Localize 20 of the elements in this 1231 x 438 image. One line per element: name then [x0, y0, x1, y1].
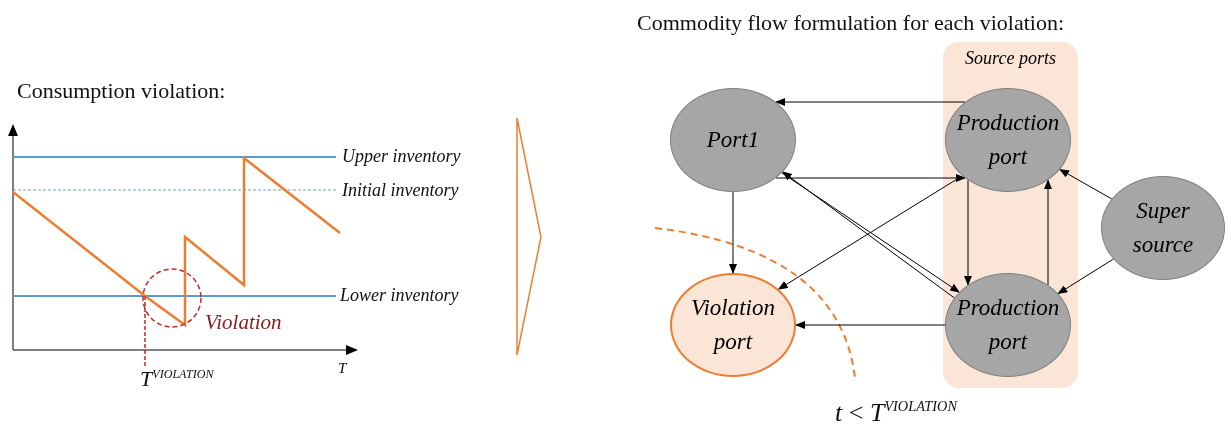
line-label: Upper inventory: [342, 146, 461, 167]
arrow: [1057, 258, 1114, 295]
panel-heading: Consumption violation:: [17, 78, 226, 104]
line-label: Lower inventory: [340, 285, 459, 306]
axis-label: T: [338, 360, 347, 377]
time-condition-label: t < T$^{VIOLATION}$: [835, 398, 957, 428]
time-label: T$^{VIOLATION}$: [140, 366, 214, 392]
arrow: [729, 191, 737, 274]
node-label: Super source: [1131, 197, 1195, 259]
arrow: [964, 179, 972, 286]
node-label: Production port: [955, 294, 1061, 356]
node-label: Violation port: [690, 294, 776, 356]
node-label: Production port: [955, 109, 1061, 171]
violation-label: Violation: [205, 310, 282, 335]
line-label: Initial inventory: [342, 180, 459, 201]
arrow: [1044, 179, 1052, 286]
node-label: Port1: [705, 126, 761, 154]
panel-heading: Commodity flow formulation for each violation:: [637, 10, 1065, 36]
group-panel: [943, 42, 1078, 388]
group-title: Source ports: [965, 48, 1056, 69]
